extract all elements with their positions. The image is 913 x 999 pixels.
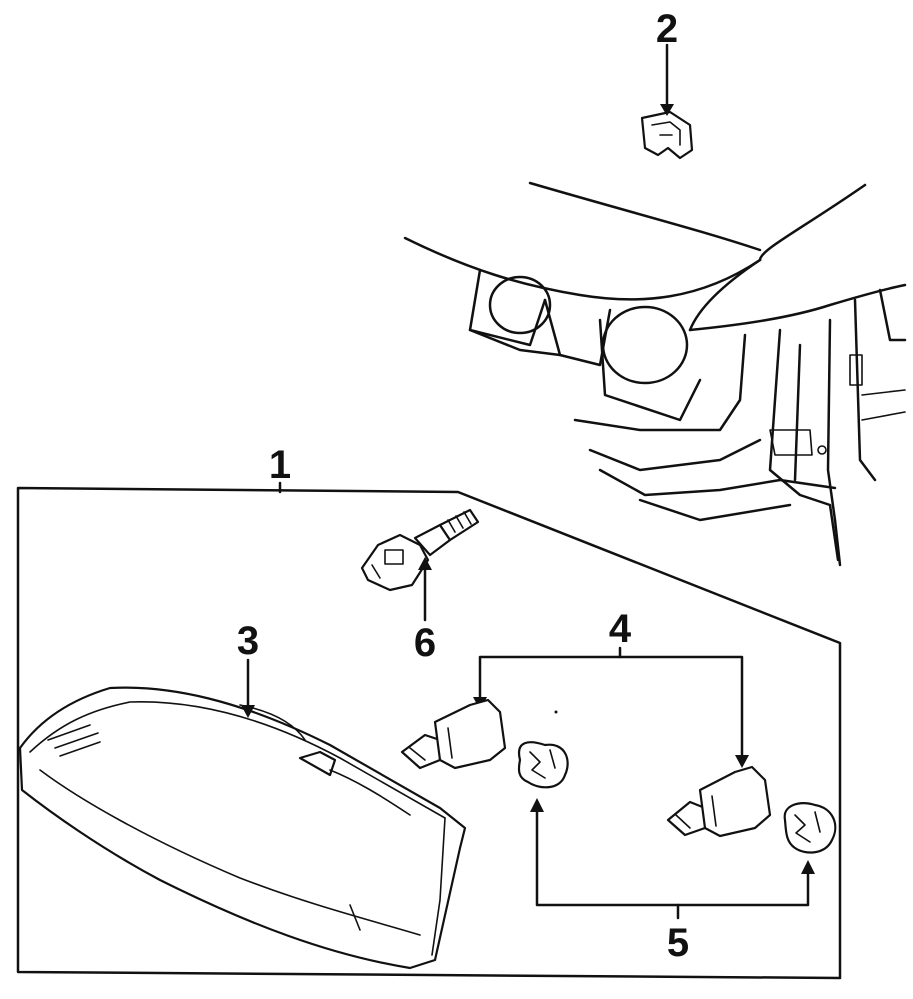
arrowhead-2 xyxy=(660,104,674,116)
clip-part xyxy=(640,110,694,160)
callout-3: 3 xyxy=(237,619,259,663)
callout-4: 4 xyxy=(609,607,632,651)
socket-left xyxy=(517,741,569,789)
socket-right xyxy=(783,802,837,854)
arrowhead-5a xyxy=(530,798,544,812)
bracket-5 xyxy=(535,806,810,907)
arrowhead-5b xyxy=(801,860,815,874)
callout-1: 1 xyxy=(269,443,291,487)
bulb-left xyxy=(400,698,507,770)
callout-5: 5 xyxy=(667,921,689,965)
arrowhead-6 xyxy=(418,557,432,570)
arrowhead-3 xyxy=(241,705,255,718)
bulb-right xyxy=(666,765,772,838)
headlamp-housing xyxy=(18,686,467,970)
bracket-4 xyxy=(478,655,744,760)
callout-2: 2 xyxy=(656,7,678,51)
dot-mark xyxy=(554,710,558,714)
arrowhead-4b xyxy=(735,755,749,768)
side-marker-bulb-part xyxy=(360,508,480,592)
callout-6: 6 xyxy=(414,621,436,665)
assembly-boundary xyxy=(16,486,842,980)
vehicle-front-structure xyxy=(403,181,907,567)
